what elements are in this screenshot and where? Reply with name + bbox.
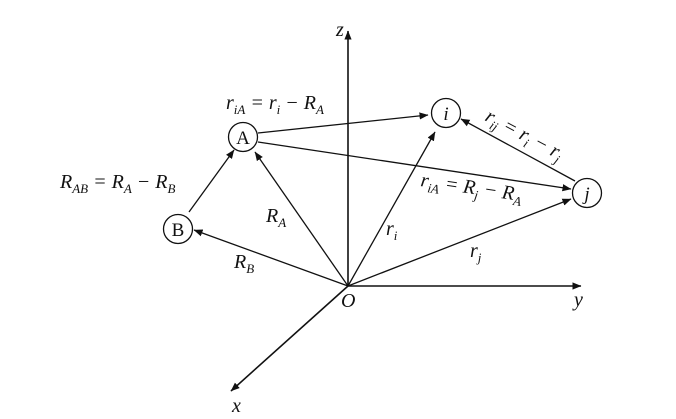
node-A: A — [227, 121, 259, 153]
vector-r-i — [347, 131, 436, 287]
vector-label-R-B: RB — [233, 251, 254, 276]
label-R-A: RA — [265, 205, 286, 230]
node-A-label: A — [236, 128, 250, 149]
equation-r-iA-mid: riA = Rj − RA — [419, 169, 524, 209]
node-i-label: i — [443, 104, 448, 125]
label-R-B: RB — [233, 251, 254, 276]
nodes: A B i j — [162, 97, 603, 245]
node-j: j — [571, 177, 603, 209]
vector-r-ij — [460, 118, 576, 182]
vector-label-r-j: rj — [470, 240, 482, 265]
x-axis — [230, 285, 349, 392]
node-B: B — [162, 213, 194, 245]
node-j-label: j — [581, 184, 589, 205]
vector-R-B — [193, 229, 349, 287]
eq-R-AB: RAB = RA − RB — [59, 171, 176, 196]
eq-r-iA-top: riA = ri − RA — [226, 92, 324, 117]
vector-label-r-i: ri — [386, 218, 398, 243]
x-axis-label: x — [231, 395, 241, 417]
vector-label-R-A: RA — [265, 205, 286, 230]
node-B-label: B — [172, 220, 185, 241]
equation-R-AB: RAB = RA − RB — [59, 171, 176, 196]
label-r-j: rj — [470, 240, 482, 265]
y-axis-label: y — [572, 289, 583, 311]
vector-r-iA-mid — [257, 141, 572, 192]
vector-R-A — [254, 151, 349, 287]
vector-r-iA-top — [257, 112, 429, 134]
vector-r-j — [347, 198, 572, 287]
node-i: i — [430, 97, 462, 129]
eq-r-iA-mid: riA = Rj − RA — [419, 169, 524, 209]
equation-r-iA-top: riA = ri − RA — [226, 92, 324, 117]
origin-label: O — [341, 290, 355, 312]
label-r-i: ri — [386, 218, 398, 243]
axes — [230, 30, 582, 392]
vector-R-AB — [188, 149, 235, 213]
vectors — [188, 112, 576, 287]
z-axis-label: z — [335, 19, 344, 41]
